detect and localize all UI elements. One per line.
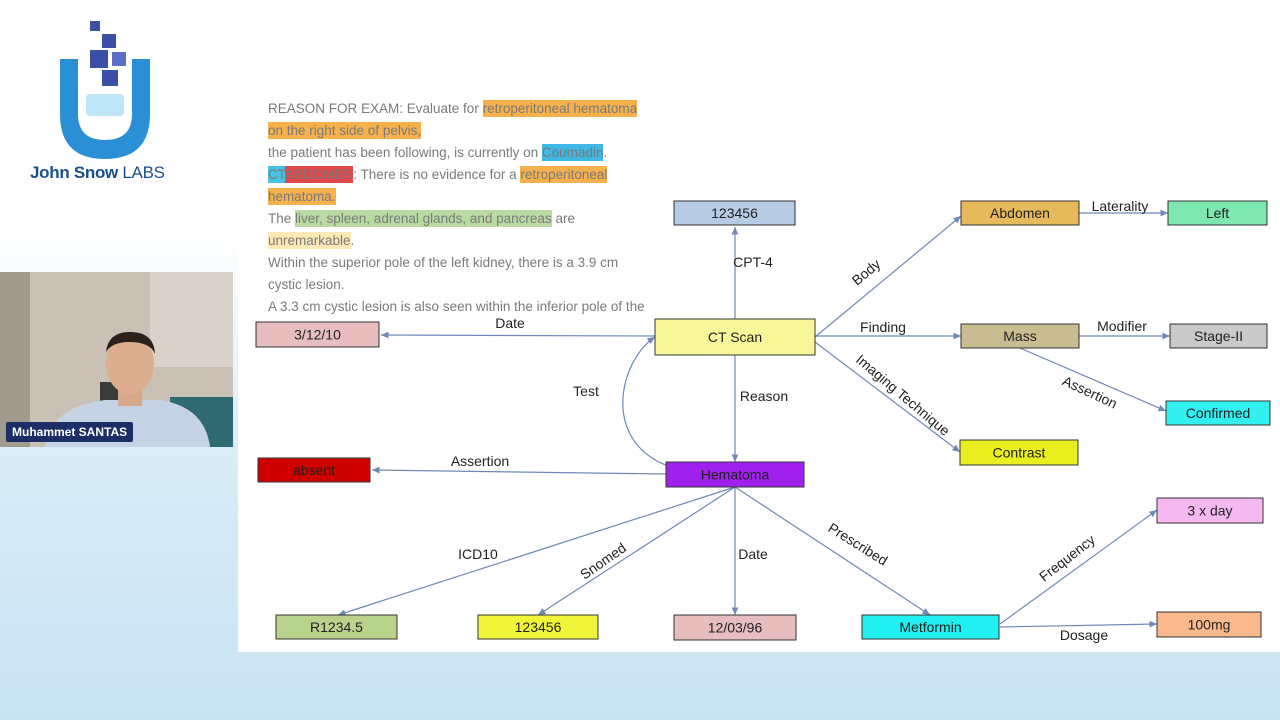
edge-label-reason: Reason [740,388,788,404]
edge-ct-abdomen [814,215,962,338]
edge-mass-confirmed [1019,347,1167,412]
report-text: . [350,233,355,248]
node-label: Abdomen [990,205,1050,221]
edge-label-finding: Finding [860,319,906,335]
node-label: CT Scan [708,329,762,345]
report-text: : There is no evidence for a [353,167,521,182]
edge-metformin-freq [999,509,1158,625]
edge-hematoma-ct [622,336,669,467]
edge-label-icd10: ICD10 [458,546,498,562]
node-box [1165,400,1271,426]
node-box [673,200,796,226]
report-text: the patient has been following, is curre… [268,145,542,160]
edge-label-body: Body [849,256,884,289]
node-cpt: 123456 [673,200,796,226]
node-label: 12/03/96 [708,620,763,636]
report-text: The [268,211,296,226]
node-stage: Stage-II [1169,323,1268,349]
logo-text: John Snow LABS [30,163,165,182]
node-box [861,614,1000,640]
edge-label-dosage: Dosage [1060,627,1108,643]
node-snomed: 123456 [477,614,599,640]
edge-hematoma-absent [371,466,667,475]
node-label: Confirmed [1186,405,1251,421]
node-box [1169,323,1268,349]
node-icd: R1234.5 [275,614,398,640]
node-label: Metformin [899,619,961,635]
node-label: 123456 [515,619,562,635]
edge-label-imaging-technique: Imaging Technique [853,351,953,439]
node-label: Mass [1003,328,1036,344]
node-contrast: Contrast [959,439,1079,466]
edge-hematoma-metformin [734,486,931,616]
node-label: absent [293,462,335,478]
edge-label-prescribed: Prescribed [825,519,890,568]
node-box [257,457,371,483]
node-box [255,321,380,348]
highlighted-entity: ABDOMEN [285,166,354,183]
node-box [960,200,1080,226]
node-box [275,614,398,640]
edge-label-modifier: Modifier [1097,318,1147,334]
node-freq: 3 x day [1156,497,1264,524]
edge-label-date: Date [495,315,525,331]
edge-metformin-dose [999,620,1158,628]
node-hematoma: Hematoma [665,461,805,488]
edge-label-test: Test [573,383,599,399]
node-left: Left [1167,200,1268,226]
edge-hematoma-snomed [537,486,736,616]
edge-ct-contrast [814,341,961,453]
edge-label-laterality: Laterality [1092,198,1149,214]
node-abdomen: Abdomen [960,200,1080,226]
node-metformin: Metformin [861,614,1000,640]
node-label: Left [1206,205,1229,221]
report-text: are [551,211,575,226]
report-text: REASON FOR EXAM: Evaluate for [268,101,483,116]
node-box [654,318,816,356]
node-box [673,614,797,641]
node-label: Hematoma [701,467,770,483]
node-dose: 100mg [1156,611,1262,638]
node-date1: 3/12/10 [255,321,380,348]
highlighted-entity: CT [268,166,285,183]
report-text: . [603,145,608,160]
node-box [1156,497,1264,524]
highlighted-entity: liver, spleen, adrenal glands, and pancr… [295,210,552,227]
node-label: Stage-II [1194,328,1243,344]
node-label: Contrast [993,445,1046,461]
node-label: 3 x day [1187,503,1232,519]
node-box [1156,611,1262,638]
node-box [477,614,599,640]
node-ct: CT Scan [654,318,816,356]
node-box [1167,200,1268,226]
node-label: R1234.5 [310,619,363,635]
node-absent: absent [257,457,371,483]
edge-label-assertion: Assertion [451,453,509,469]
node-box [960,323,1080,349]
node-label: 123456 [711,205,758,221]
edge-label-cpt-4: CPT-4 [733,254,773,270]
node-mass: Mass [960,323,1080,349]
node-box [665,461,805,488]
presenter-name-tag: Muhammet SANTAS [6,422,134,442]
highlighted-entity: Coumadin [541,144,604,161]
john-snow-labs-logo [60,21,150,159]
node-box [959,439,1079,466]
node-date2: 12/03/96 [673,614,797,641]
report-text: Within the superior pole of the left kid… [268,255,619,292]
edge-label-date: Date [738,546,768,562]
radiology-report-text: REASON FOR EXAM: Evaluate for retroperit… [268,98,653,340]
edge-hematoma-icd [337,486,736,616]
node-confirmed: Confirmed [1165,400,1271,426]
edge-label-frequency: Frequency [1036,531,1098,584]
highlighted-entity: unremarkable [268,232,351,249]
node-label: 100mg [1188,617,1231,633]
edge-ct-date1 [380,331,656,339]
node-label: 3/12/10 [294,327,341,343]
